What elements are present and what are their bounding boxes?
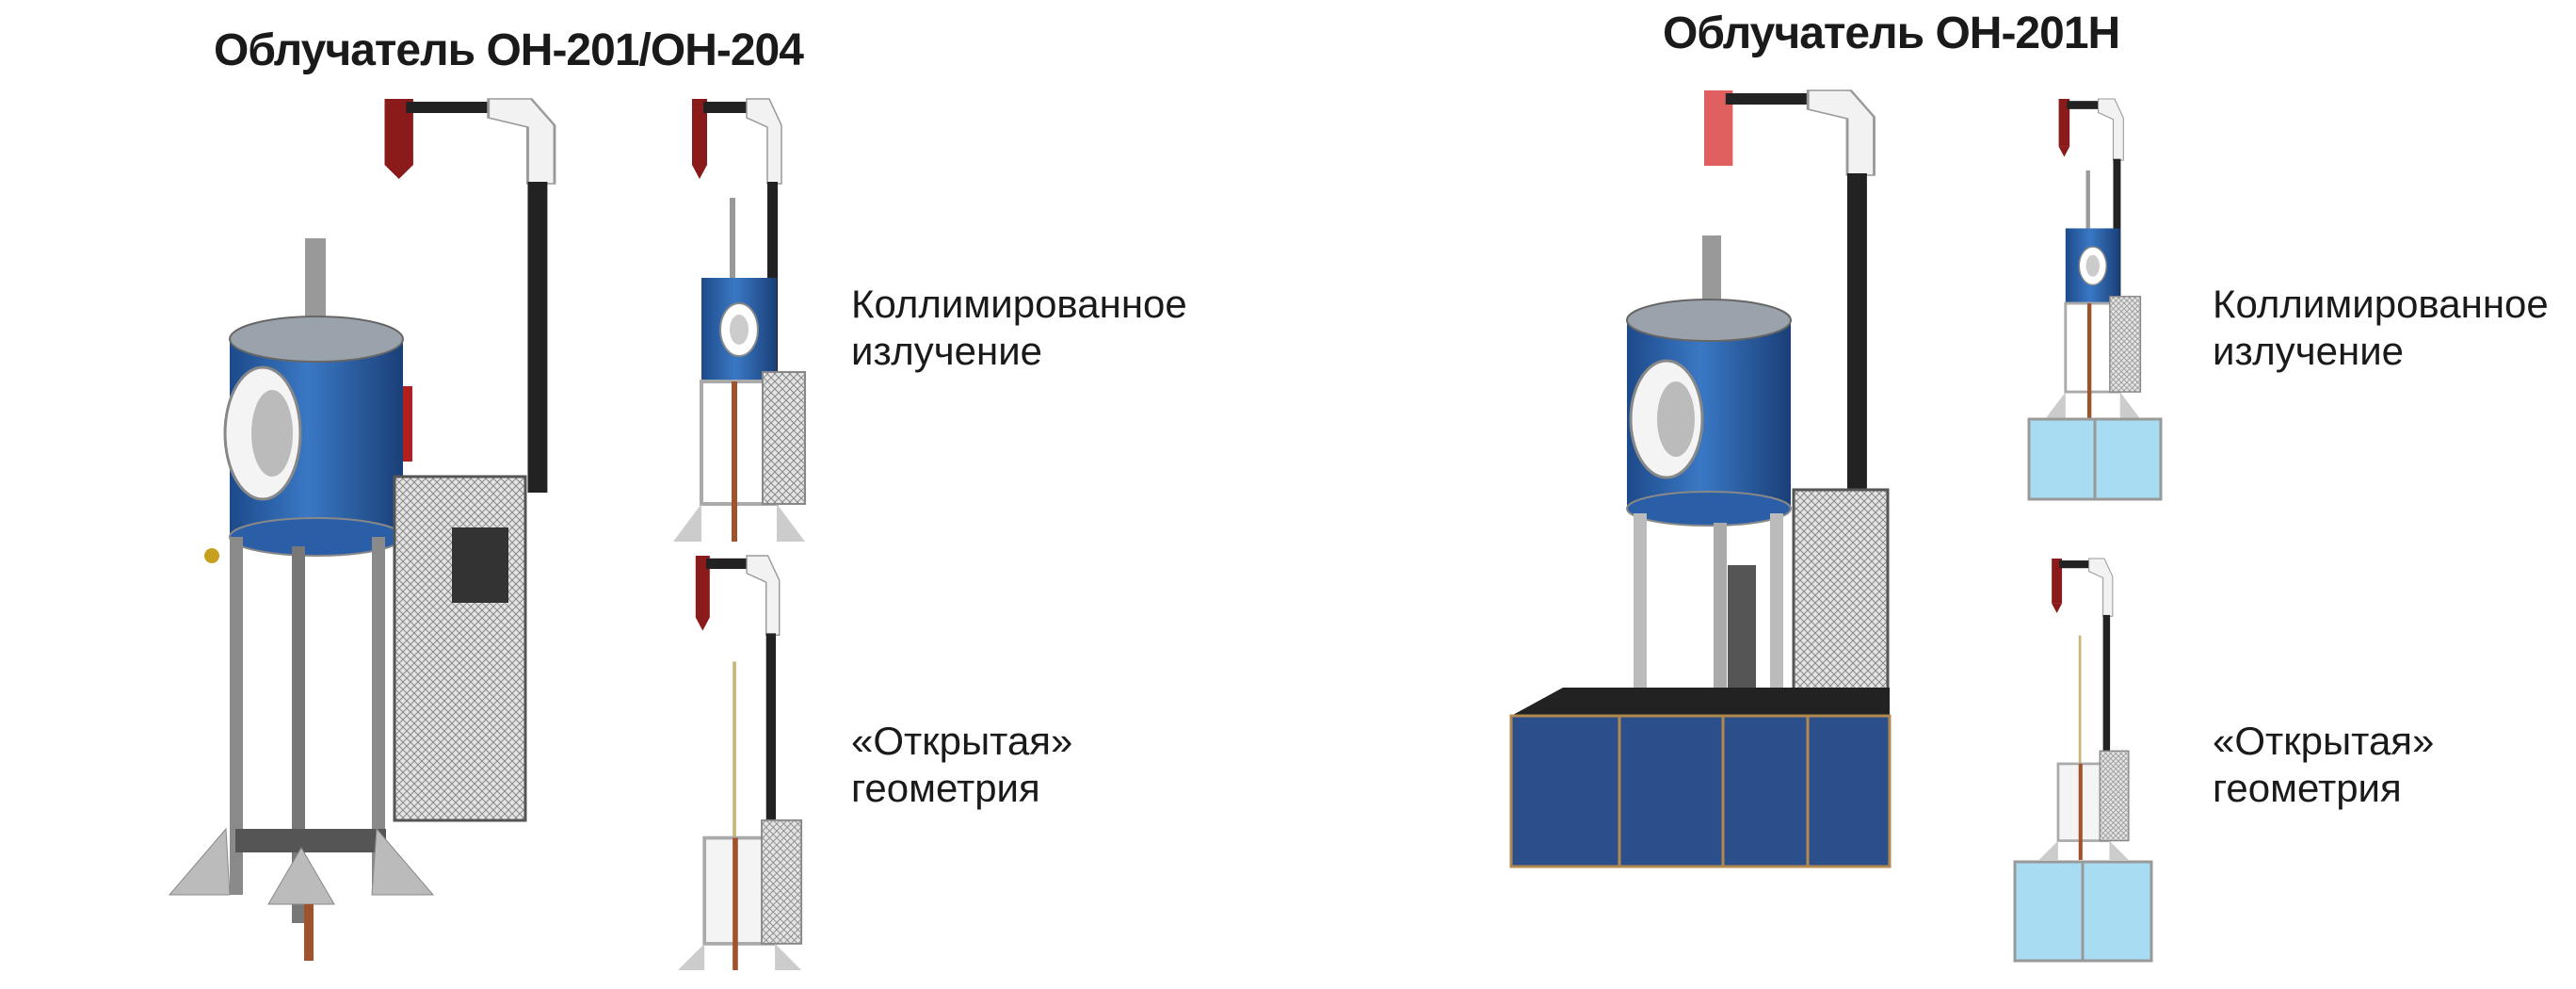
device-oh201h-large bbox=[1509, 89, 1892, 868]
caption-line: Коллимированное bbox=[2213, 282, 2549, 326]
left-panel-title: Облучатель ОН-201/ОН-204 bbox=[214, 25, 804, 75]
caption-line: «Открытая» bbox=[851, 719, 1073, 763]
left-caption-open: «Открытая» геометрия bbox=[851, 718, 1072, 812]
device-small-collimated-left bbox=[673, 99, 805, 542]
device-oh201-large bbox=[168, 99, 555, 961]
device-small-open-right bbox=[2013, 559, 2153, 963]
right-panel-title: Облучатель ОН-201Н bbox=[1663, 8, 2120, 58]
caption-line: Коллимированное bbox=[851, 282, 1187, 326]
caption-line: геометрия bbox=[2213, 766, 2402, 810]
device-small-collimated-right bbox=[2027, 99, 2163, 501]
caption-line: излучение bbox=[851, 329, 1043, 373]
left-caption-collimated: Коллимированное излучение bbox=[851, 281, 1187, 375]
caption-line: «Открытая» bbox=[2213, 719, 2435, 763]
caption-line: геометрия bbox=[851, 766, 1040, 810]
right-caption-collimated: Коллимированное излучение bbox=[2213, 281, 2549, 375]
caption-line: излучение bbox=[2213, 329, 2405, 373]
right-caption-open: «Открытая» геометрия bbox=[2213, 718, 2434, 812]
device-small-open-left bbox=[678, 556, 801, 970]
